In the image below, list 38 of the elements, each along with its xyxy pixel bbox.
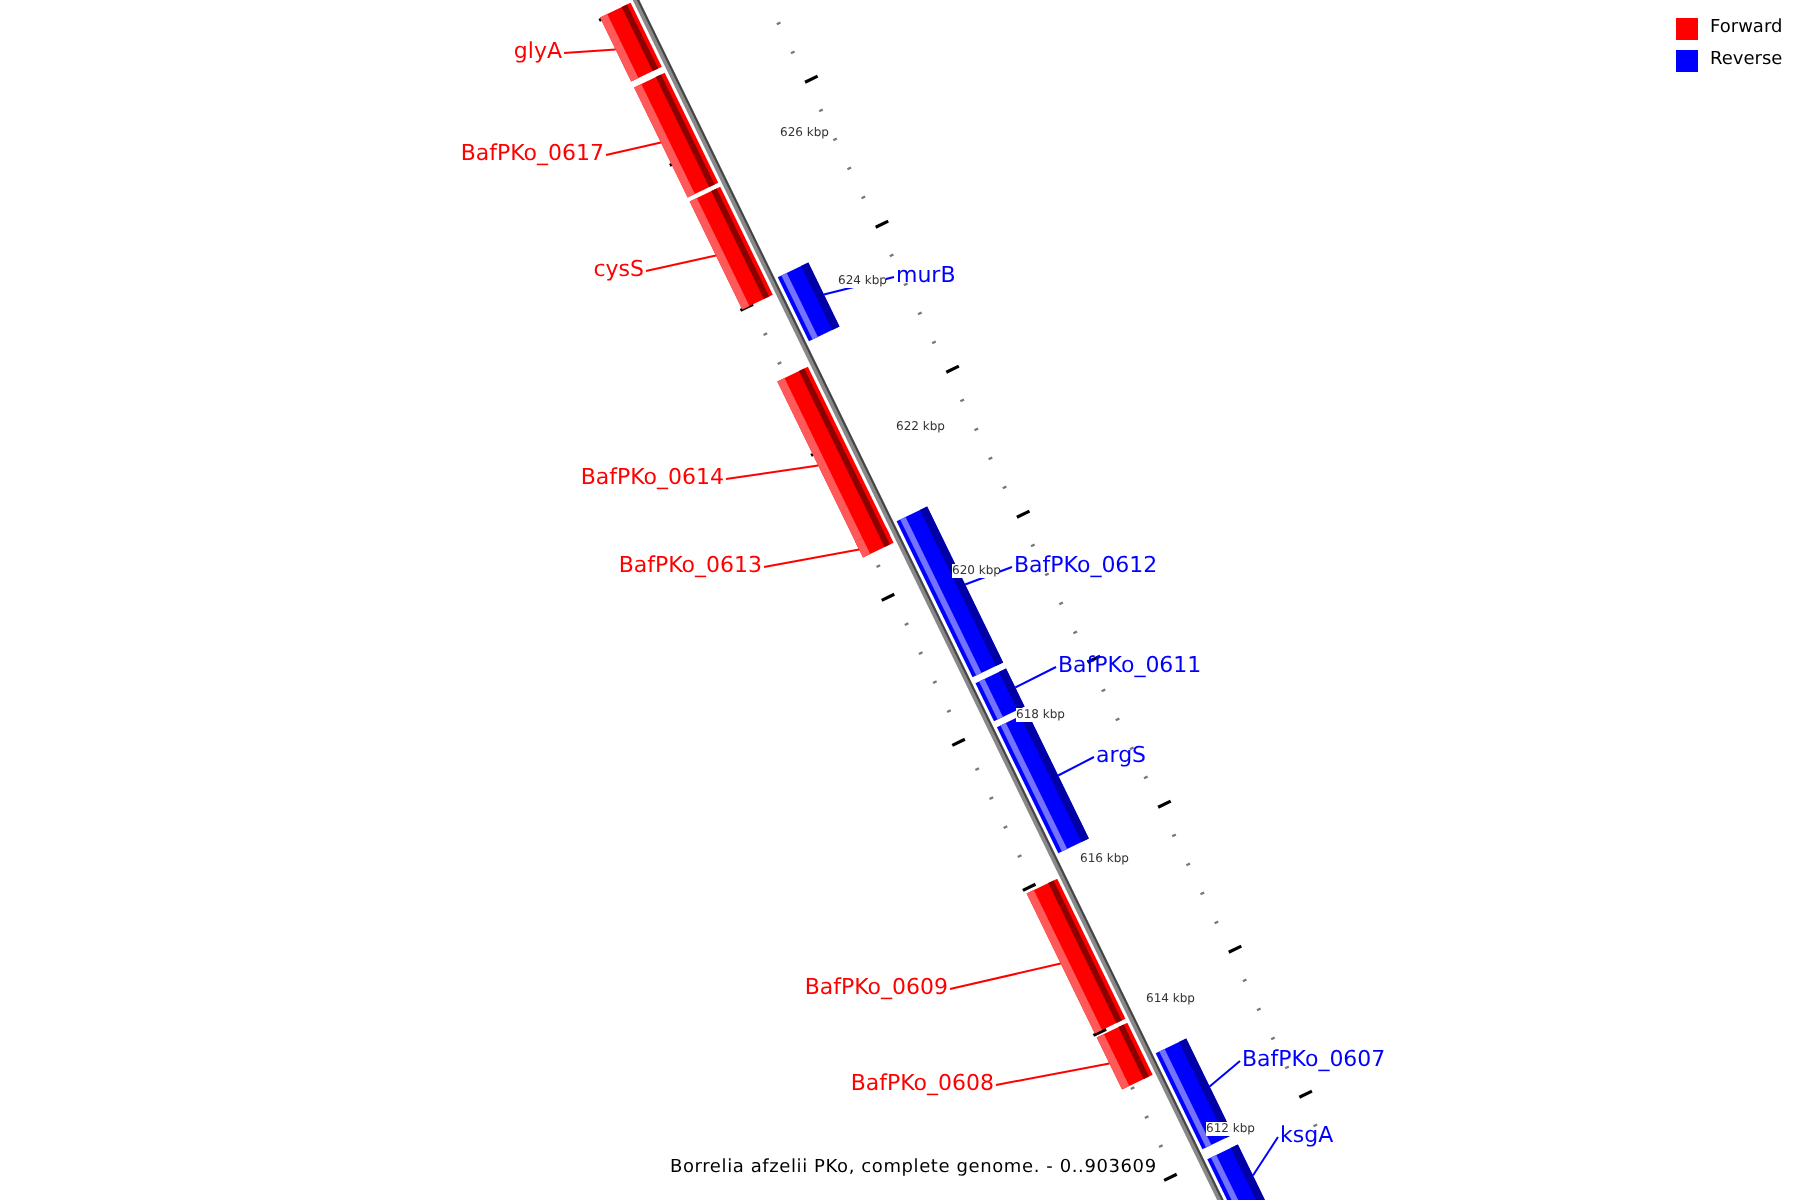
gene-bar	[1155, 1038, 1233, 1150]
gene-label: argS	[1096, 742, 1147, 768]
gene-label: BafPKo_0611	[1058, 652, 1202, 678]
gene-label: murB	[896, 262, 956, 288]
leader-line	[563, 48, 617, 54]
gene-bar	[600, 2, 662, 82]
leader-line	[763, 548, 861, 568]
caption: Borrelia afzelii PKo, complete genome. - 0..903609	[670, 1158, 1157, 1178]
gene-label: BafPKo_0614	[580, 464, 724, 490]
gene-bar	[689, 186, 773, 310]
gene-label: glyA	[513, 38, 562, 64]
gene-label: BafPKo_0609	[804, 974, 948, 1000]
gene-label: cysS	[593, 256, 644, 282]
leader-line	[605, 141, 662, 156]
gene-bar	[1207, 1144, 1269, 1200]
gene-label: ksgA	[1280, 1122, 1334, 1148]
gene-label: BafPKo_0617	[460, 140, 604, 166]
gene-label: BafPKo_0613	[618, 552, 762, 578]
gene-bar	[855, 526, 894, 558]
leader-line	[949, 962, 1062, 990]
gene-label: BafPKo_0612	[1014, 552, 1158, 578]
leader-line	[1014, 666, 1057, 689]
gene-label: BafPKo_0608	[850, 1070, 994, 1096]
legend-label: Reverse	[1710, 50, 1783, 72]
leader-line	[1208, 1060, 1241, 1088]
leader-line	[1251, 1136, 1279, 1177]
leader-line	[995, 1062, 1111, 1086]
gene-bar	[896, 506, 1004, 678]
legend-label: Forward	[1710, 18, 1783, 40]
gene-bar	[996, 712, 1089, 854]
leader-line	[1057, 756, 1095, 777]
gene-bar	[634, 72, 719, 198]
gene-bar	[1096, 1022, 1153, 1090]
leader-line	[645, 254, 717, 272]
gene-bar	[777, 262, 840, 342]
gene-label: BafPKo_0607	[1242, 1046, 1386, 1072]
leader-line	[725, 464, 820, 480]
gene-bar	[1026, 878, 1126, 1034]
